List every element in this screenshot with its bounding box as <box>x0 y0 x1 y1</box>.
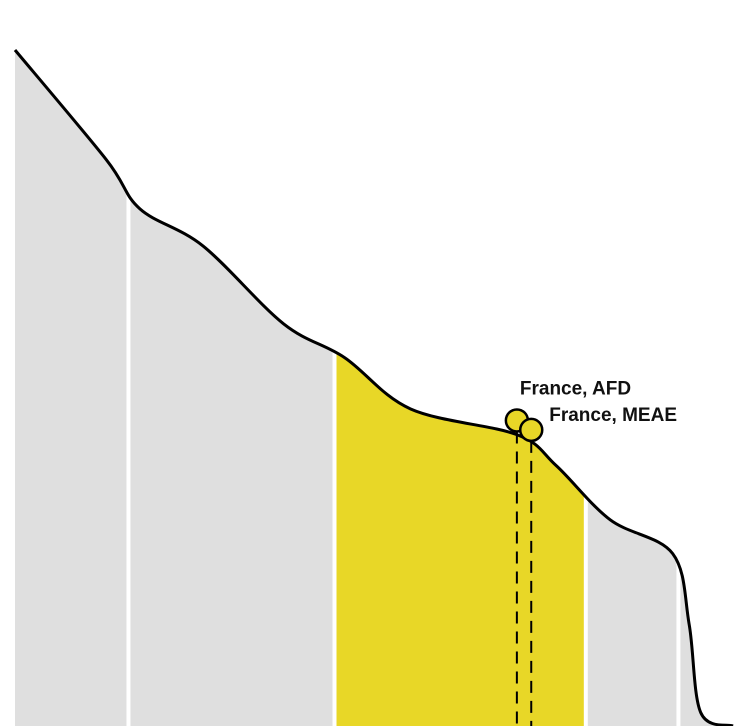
point-markers <box>504 408 544 443</box>
point-marker <box>518 417 544 443</box>
bands <box>15 50 733 726</box>
point-leaders <box>515 431 533 726</box>
curve-layer <box>13 49 734 726</box>
band <box>585 50 679 726</box>
highlight-band <box>334 50 586 726</box>
distribution-curve <box>13 49 734 726</box>
band <box>128 50 335 726</box>
point-label: France, MEAE <box>549 405 677 426</box>
band <box>15 50 129 726</box>
point-labels: France, AFD France, MEAE <box>520 378 677 425</box>
point-label: France, AFD <box>520 378 631 399</box>
